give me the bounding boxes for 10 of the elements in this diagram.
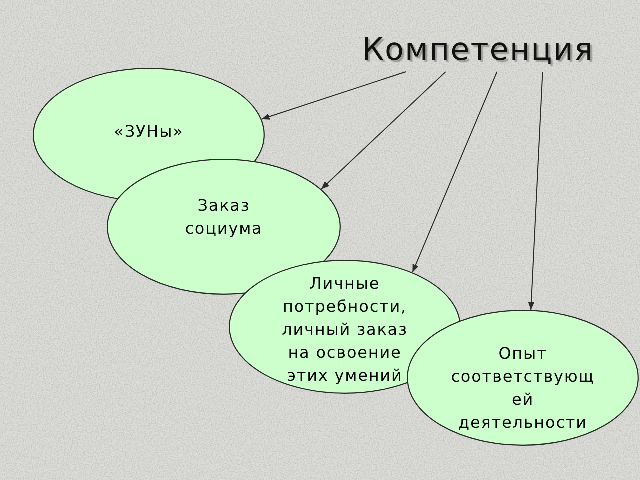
node-text: Заказ социума bbox=[184, 195, 264, 240]
node-text: «ЗУНы» bbox=[113, 120, 185, 142]
arrow bbox=[320, 72, 446, 190]
arrow bbox=[528, 72, 544, 311]
arrow bbox=[261, 72, 406, 120]
heading-text: Компетенция bbox=[358, 30, 598, 72]
node-text: Опыт соответствующей деятельности bbox=[450, 343, 596, 434]
arrow bbox=[412, 72, 498, 274]
node-text: Личные потребности, личный заказ на освоение этих умений bbox=[281, 272, 409, 386]
oval-node bbox=[407, 310, 639, 446]
